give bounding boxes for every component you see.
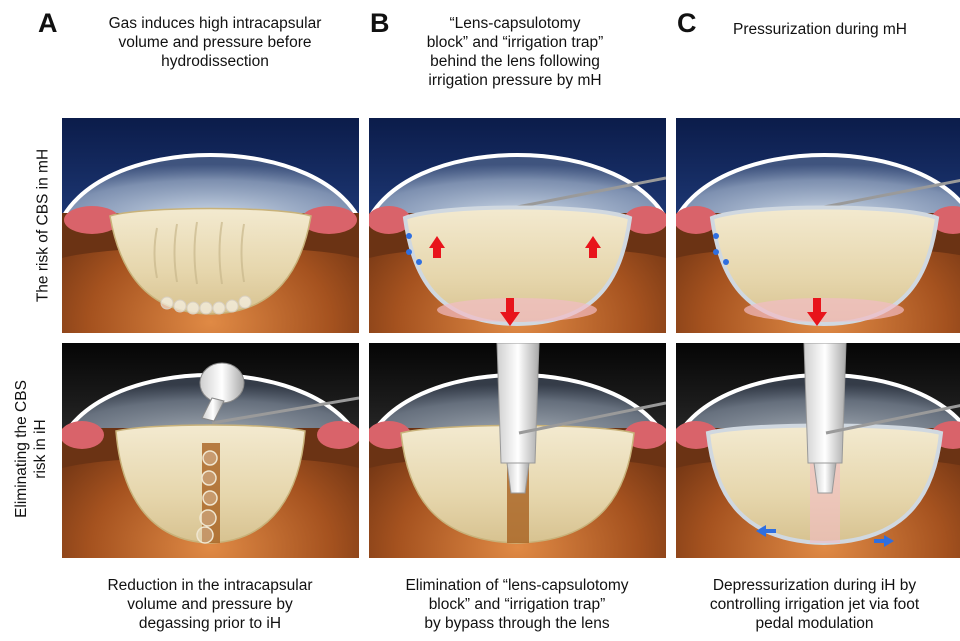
title-line: Pressurization during mH (705, 20, 935, 39)
title-line: behind the lens following (370, 52, 660, 71)
caption-line: Depressurization during iH by (672, 576, 957, 595)
column-b-title: “Lens-capsulotomy block” and “irrigation… (370, 14, 660, 90)
title-line: “Lens-capsulotomy (370, 14, 660, 33)
title-line: irrigation pressure by mH (370, 71, 660, 90)
panel-c-ih (676, 343, 960, 558)
caption-line: controlling irrigation jet via foot (672, 595, 957, 614)
title-line: block” and “irrigation trap” (370, 33, 660, 52)
caption-line: block” and “irrigation trap” (362, 595, 672, 614)
panel-a-mh (62, 118, 359, 333)
caption-line: Reduction in the intracapsular (60, 576, 360, 595)
caption-line: pedal modulation (672, 614, 957, 633)
title-line: hydrodissection (70, 52, 360, 71)
caption-b: Elimination of “lens-capsulotomy block” … (362, 576, 672, 633)
row-label-line: Eliminating the CBS (12, 339, 31, 559)
panel-letter-c: C (677, 8, 697, 39)
panel-c-mh (676, 118, 960, 333)
panel-letter-a: A (38, 8, 58, 39)
row-label-line: The risk of CBS in mH (34, 116, 53, 336)
panel-b-ih (369, 343, 666, 558)
caption-line: Elimination of “lens-capsulotomy (362, 576, 672, 595)
caption-line: volume and pressure by (60, 595, 360, 614)
caption-line: degassing prior to iH (60, 614, 360, 633)
caption-c: Depressurization during iH by controllin… (672, 576, 957, 633)
panel-a-ih (62, 343, 359, 558)
column-c-title: Pressurization during mH (705, 20, 935, 39)
row-2-label: Eliminating the CBS risk in iH (12, 339, 50, 559)
caption-line: by bypass through the lens (362, 614, 672, 633)
row-1-label: The risk of CBS in mH (34, 116, 53, 336)
panel-b-mh (369, 118, 666, 333)
column-a-title: Gas induces high intracapsular volume an… (70, 14, 360, 71)
row-label-line: risk in iH (31, 339, 50, 559)
caption-a: Reduction in the intracapsular volume an… (60, 576, 360, 633)
title-line: volume and pressure before (70, 33, 360, 52)
title-line: Gas induces high intracapsular (70, 14, 360, 33)
